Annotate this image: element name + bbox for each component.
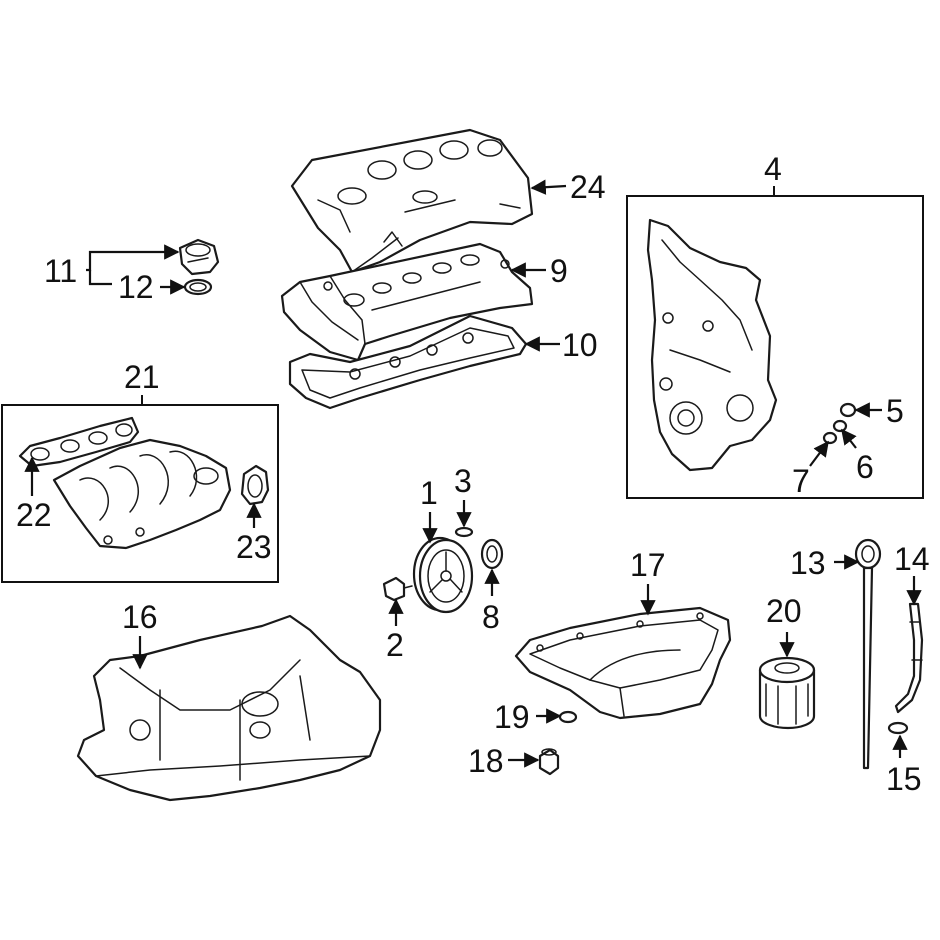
intake-manifold[interactable] [52, 438, 232, 550]
callout-24: 24 [570, 169, 606, 205]
dipstick-tube-oring[interactable] [887, 721, 909, 735]
callout-3: 3 [454, 463, 472, 499]
callout-6: 6 [856, 449, 874, 485]
timing-cover-seal-5[interactable] [839, 402, 857, 418]
callout-10: 10 [562, 327, 598, 363]
callout-5: 5 [886, 393, 904, 429]
engine-cover[interactable] [290, 128, 534, 274]
timing-cover-bolt-6[interactable] [832, 419, 848, 433]
oil-dipstick[interactable] [854, 538, 882, 770]
callout-22: 22 [16, 497, 52, 533]
callout-11: 11 [44, 253, 77, 289]
callout-4: 4 [764, 151, 782, 187]
callout-17: 17 [630, 547, 666, 583]
timing-cover[interactable] [646, 218, 778, 472]
callout-12: 12 [118, 269, 154, 305]
crankshaft-front-seal[interactable] [480, 538, 504, 570]
callout-13: 13 [790, 545, 826, 581]
callout-labels: 24 9 10 4 11 12 21 22 23 1 3 2 8 5 6 7 1… [16, 151, 930, 797]
callout-2: 2 [386, 627, 404, 663]
callout-23: 23 [236, 529, 272, 565]
crankshaft-pulley-bolt[interactable] [382, 576, 413, 602]
crankshaft-pulley[interactable] [412, 536, 474, 614]
oil-pan[interactable] [514, 606, 732, 720]
callout-20: 20 [766, 593, 802, 629]
throttle-body-gasket[interactable] [240, 464, 270, 506]
callout-7: 7 [792, 463, 810, 499]
dipstick-tube[interactable] [894, 602, 924, 714]
callout-18: 18 [468, 743, 504, 779]
timing-cover-stud-7[interactable] [822, 431, 838, 445]
callout-21: 21 [124, 359, 160, 395]
upper-oil-pan[interactable] [76, 614, 382, 802]
oil-filter[interactable] [758, 656, 816, 730]
leader-lines [24, 179, 922, 768]
pulley-key[interactable] [454, 526, 474, 538]
callout-16: 16 [122, 599, 158, 635]
callout-14: 14 [894, 541, 930, 577]
intake-manifold-gasket[interactable] [18, 416, 140, 468]
frame-intake-manifold-group [1, 404, 279, 583]
drain-plug-gasket[interactable] [558, 710, 578, 724]
callout-8: 8 [482, 599, 500, 635]
callout-1: 1 [420, 475, 438, 511]
valve-cover-gasket[interactable] [288, 314, 528, 410]
callout-15: 15 [886, 761, 922, 797]
oil-filler-cap[interactable] [178, 238, 220, 276]
valve-cover[interactable] [280, 242, 534, 362]
oil-drain-plug[interactable] [538, 748, 560, 776]
callout-19: 19 [494, 699, 530, 735]
oil-filler-cap-gasket[interactable] [183, 278, 213, 296]
callout-9: 9 [550, 253, 568, 289]
